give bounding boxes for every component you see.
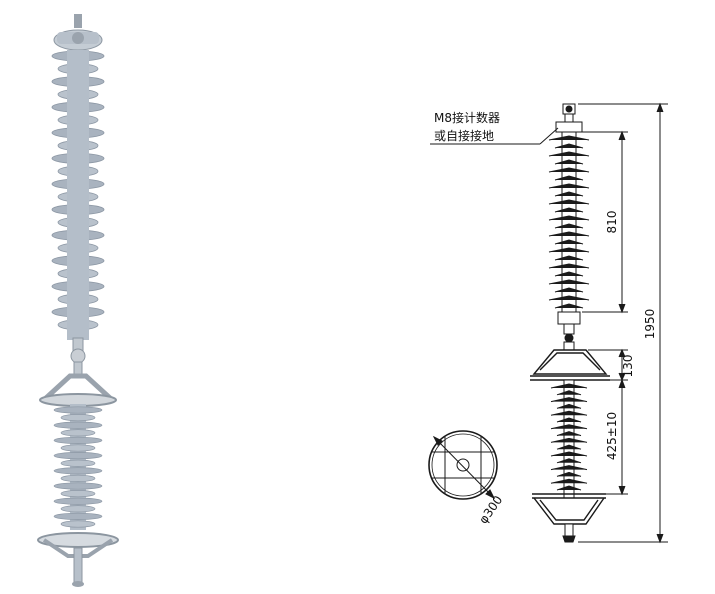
arrester-technical-drawing (428, 102, 668, 544)
drawing-lower-shed (556, 403, 582, 409)
drawing-lower-shed (556, 444, 582, 450)
photo-lower-shed (60, 459, 96, 467)
drawing-upper-shed (554, 271, 584, 277)
photo-lower-shed (60, 520, 96, 528)
drawing-upper-shed (548, 135, 590, 141)
photo-lower-shed (53, 421, 103, 429)
drawing-lower-shed (550, 424, 588, 430)
drawing-lower-shed (550, 397, 588, 403)
dimension-label-130: 130 (621, 355, 635, 378)
lower-shed-stack (53, 406, 103, 528)
drawing-upper-shed (554, 143, 584, 149)
dimension-label-phi300: φ300 (476, 493, 505, 526)
annotation-line-2: 或自接接地 (434, 128, 494, 143)
dimension-label-1950: 1950 (643, 309, 657, 340)
drawing-upper-shed (548, 263, 590, 269)
drawing-lower-shed (550, 383, 588, 389)
photo-lower-shed (60, 474, 96, 482)
drawing-upper-shed (548, 151, 590, 157)
photo-lower-shed (53, 512, 103, 520)
drawing-upper-shed (554, 255, 584, 261)
drawing-upper-core (561, 131, 577, 313)
drawing-upper-shed (554, 223, 584, 229)
middle-coupling (70, 337, 86, 379)
photo-lower-shed (53, 497, 103, 505)
photo-lower-shed (53, 467, 103, 475)
drawing-upper-shed (554, 287, 584, 293)
drawing-top-terminal (555, 103, 583, 133)
drawing-bottom-terminal (562, 523, 576, 543)
drawing-upper-shed (554, 159, 584, 165)
drawing-upper-shed (554, 191, 584, 197)
drawing-middle-coupling (557, 311, 581, 351)
dimension-ring-spacing (606, 378, 628, 496)
drawing-upper-shed (554, 175, 584, 181)
drawing-lower-shed (556, 390, 582, 396)
drawing-lower-shed (556, 485, 582, 491)
drawing-lower-shed (556, 471, 582, 477)
upper-grading-ring (39, 373, 117, 407)
photo-lower-shed (53, 406, 103, 414)
annotation-line-1: M8接计数器 (434, 110, 500, 125)
photo-lower-shed (60, 505, 96, 513)
photo-lower-shed (60, 444, 96, 452)
drawing-lower-grading-ring (532, 493, 606, 525)
dimension-label-810: 810 (605, 211, 619, 234)
drawing-upper-shed (554, 303, 584, 309)
photo-lower-shed (60, 490, 96, 498)
photo-lower-shed (53, 452, 103, 460)
dimension-upper-section (582, 130, 628, 314)
drawing-upper-shed (548, 247, 590, 253)
bottom-terminal (72, 547, 84, 587)
annotation-leader (430, 127, 559, 145)
drawing-lower-shed (550, 465, 588, 471)
dimension-label-425: 425±10 (605, 412, 619, 460)
photo-lower-shed (60, 414, 96, 422)
grading-ring-plan-view (428, 430, 498, 500)
photo-lower-shed (53, 436, 103, 444)
drawing-upper-shed (548, 231, 590, 237)
drawing-upper-shed (548, 199, 590, 205)
drawing-lower-shed (556, 458, 582, 464)
drawing-upper-shed (548, 295, 590, 301)
drawing-lower-shed (550, 410, 588, 416)
drawing-lower-sheds (550, 383, 588, 491)
drawing-upper-shed (554, 239, 584, 245)
drawing-lower-shed (556, 417, 582, 423)
drawing-lower-shed (550, 437, 588, 443)
drawing-upper-shed (548, 183, 590, 189)
dimension-overall-height (578, 102, 668, 544)
drawing-lower-shed (556, 431, 582, 437)
arrester-photo (37, 14, 119, 587)
drawing-upper-shed (548, 215, 590, 221)
drawing-upper-grading-ring (530, 349, 610, 381)
photo-lower-shed (60, 429, 96, 437)
drawing-upper-sheds (548, 135, 590, 309)
drawing-upper-shed (548, 167, 590, 173)
upper-housing-core (67, 50, 89, 340)
drawing-lower-shed (550, 451, 588, 457)
photo-lower-shed (53, 482, 103, 490)
drawing-upper-shed (554, 207, 584, 213)
top-terminal-cap (53, 14, 103, 51)
drawing-upper-shed (548, 279, 590, 285)
drawing-lower-shed (550, 478, 588, 484)
